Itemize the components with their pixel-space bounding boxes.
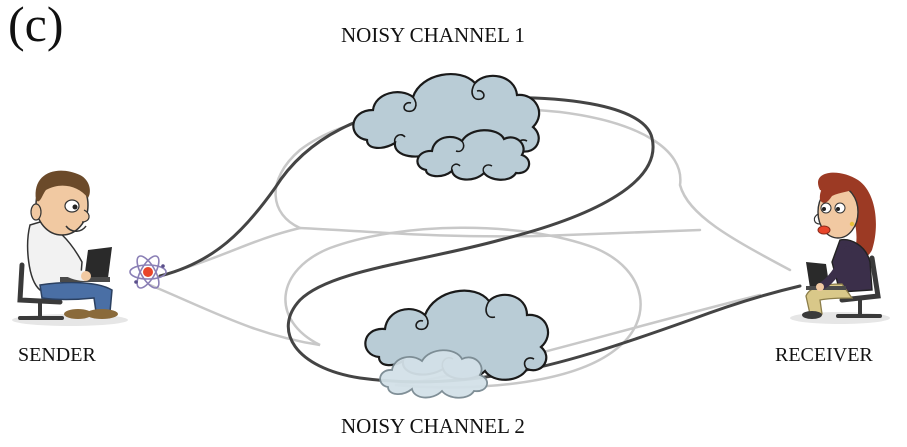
receiver-label: RECEIVER (775, 344, 873, 366)
channel-bottom-label: NOISY CHANNEL 2 (341, 414, 525, 438)
cloud-1-small (416, 129, 531, 181)
dark-paths (158, 96, 802, 384)
receiver-figure (790, 172, 890, 324)
channel-top-label: NOISY CHANNEL 1 (341, 23, 525, 47)
atom-icon (129, 255, 167, 289)
cloud-2-small (379, 349, 488, 399)
cloud-icon (416, 129, 531, 181)
panel-label: (c) (8, 0, 64, 52)
cloud-icon (379, 349, 488, 399)
light-path-cross (298, 226, 702, 238)
sender-figure (12, 170, 128, 326)
sender-label: SENDER (18, 344, 96, 366)
dark-path-figure-eight (158, 96, 802, 384)
